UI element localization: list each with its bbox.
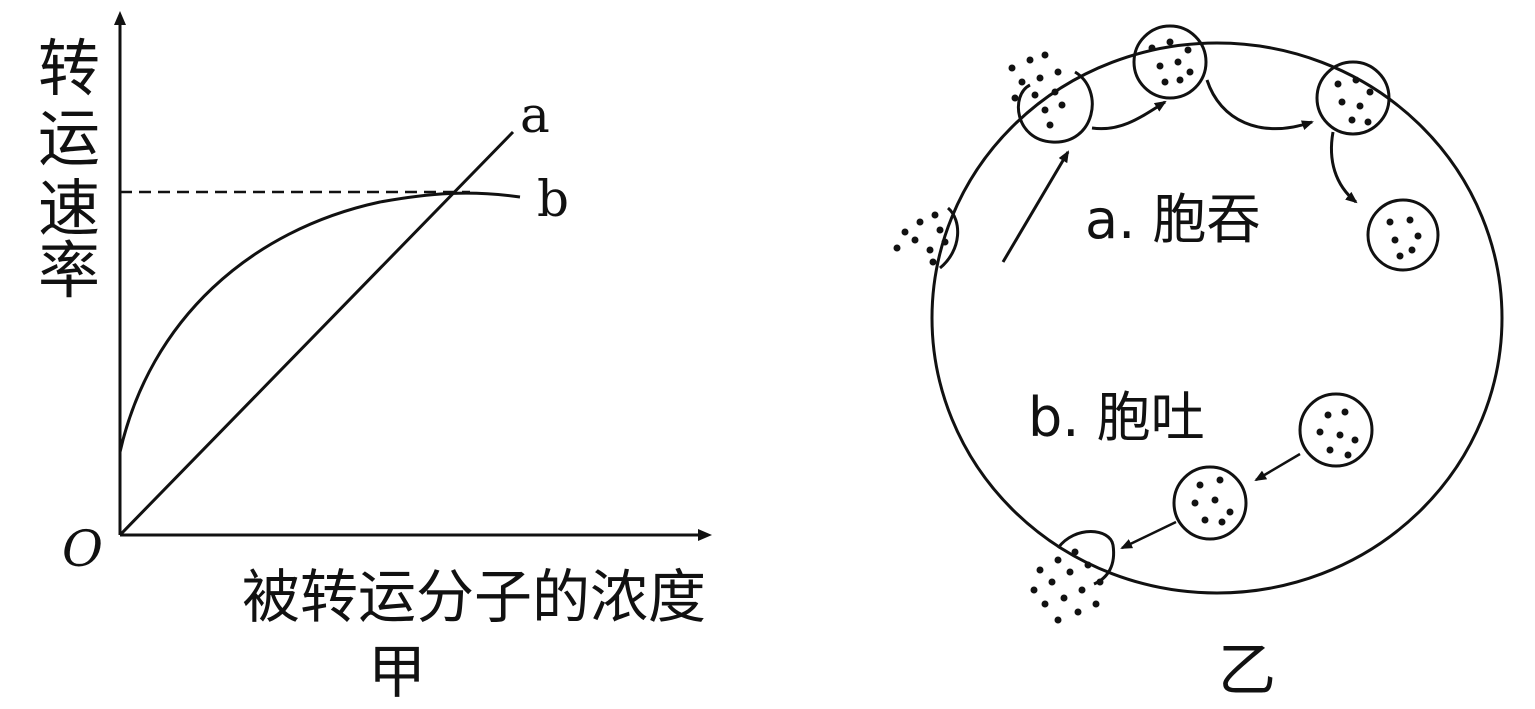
caption-yi: 乙 [1218, 636, 1276, 704]
vesicle-path-arrow-3 [1329, 131, 1358, 204]
endocytosis-particles-outside [893, 211, 949, 266]
endocytosis-pocket [1008, 51, 1094, 144]
vesicle-path-arrow-1 [1091, 100, 1167, 131]
ylabel-char-1: 转 [38, 32, 100, 105]
endocytic-vesicle-2 [1315, 60, 1391, 136]
endocytic-vesicle-1 [1132, 24, 1208, 100]
ylabel-char-3: 速 [38, 172, 100, 245]
exocytic-vesicle-2 [1172, 465, 1248, 541]
ylabel-char-4: 率 [38, 234, 100, 307]
exocytosis-release [1030, 530, 1116, 624]
panel-jia: 转 运 速 率 O a b 被转运分子的浓度 甲 [38, 11, 712, 706]
line-a-label: a [520, 86, 550, 144]
exocytosis-arrow-2 [1120, 520, 1177, 550]
line-b-label: b [537, 170, 569, 228]
panel-yi: a. 胞吞 b. 胞吐 [893, 24, 1504, 704]
label-endocytosis: a. 胞吞 [1085, 188, 1260, 251]
label-exocytosis: b. 胞吐 [1028, 386, 1205, 449]
exocytic-vesicle-1 [1298, 392, 1374, 468]
x-axis-label: 被转运分子的浓度 [242, 563, 706, 631]
ylabel-char-2: 运 [38, 102, 100, 175]
line-b [118, 191, 521, 453]
exocytosis-arrow-1 [1254, 452, 1301, 482]
membrane-invagination [939, 206, 960, 270]
vesicle-path-arrow-2 [1205, 79, 1314, 131]
cell-membrane [930, 41, 1504, 595]
line-a [118, 130, 515, 537]
origin-label: O [62, 520, 103, 578]
endocytic-vesicle-3 [1366, 198, 1440, 272]
endocytosis-inward-arrow [1001, 150, 1070, 263]
caption-jia: 甲 [368, 638, 426, 706]
